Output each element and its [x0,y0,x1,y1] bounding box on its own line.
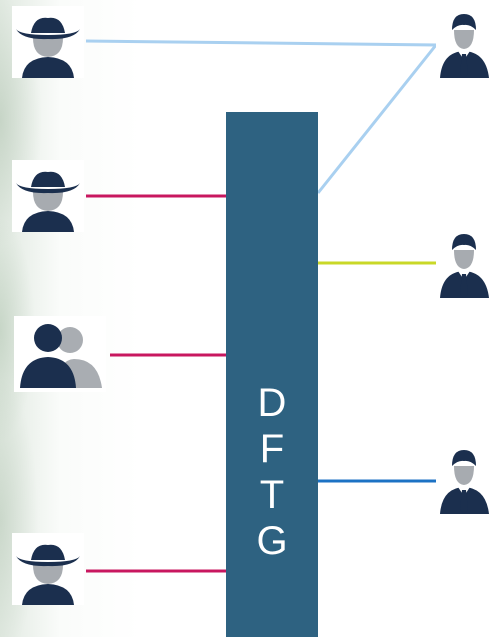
businessman-icon [436,6,493,80]
center-letter: D [257,381,287,425]
center-letter: G [256,519,288,563]
center-letter: T [259,473,285,517]
cowboy-hat-person-icon [12,533,84,605]
businessman-icon [436,226,493,300]
center-block: D F T G [226,112,318,637]
businessman-icon [436,442,493,516]
user-group-icon [14,316,106,392]
cowboy-hat-person-icon [12,160,84,232]
center-label: D F T G [226,380,318,564]
center-letter: F [259,427,285,471]
cowboy-hat-person-icon [12,6,84,78]
